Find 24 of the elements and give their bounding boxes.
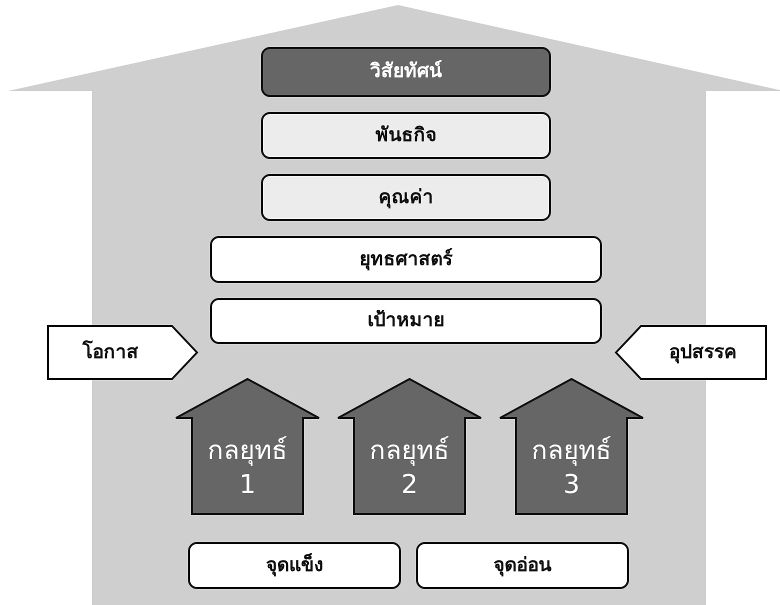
node-label: ยุทธศาสตร์ bbox=[360, 248, 452, 270]
node-label: พันธกิจ bbox=[376, 124, 436, 146]
node-label: โอกาส bbox=[82, 342, 138, 364]
node-label: จุดแข็ง bbox=[266, 554, 323, 576]
strength-box bbox=[188, 542, 401, 589]
node-label: กลยุทธ์ 3 bbox=[530, 435, 612, 502]
opportunity-pentagon bbox=[47, 325, 198, 380]
vision-box bbox=[261, 47, 551, 97]
strategy-house-shape bbox=[175, 378, 320, 515]
strategy-house-shape bbox=[499, 378, 644, 515]
threat-pentagon bbox=[615, 325, 767, 380]
node-label: วิสัยทัศน์ bbox=[370, 61, 442, 83]
node-label: อุปสรรค bbox=[669, 342, 737, 364]
strategy-house-shape bbox=[337, 378, 482, 515]
node-label: กลยุทธ์ 1 bbox=[206, 435, 288, 502]
node-label: เป้าหมาย bbox=[368, 310, 444, 332]
mission-box bbox=[261, 112, 551, 159]
values-box bbox=[261, 174, 551, 221]
strategy-box bbox=[210, 236, 602, 283]
goal-box bbox=[210, 298, 602, 344]
node-label: กลยุทธ์ 2 bbox=[368, 435, 450, 502]
node-label: คุณค่า bbox=[378, 186, 434, 208]
node-label: จุดอ่อน bbox=[494, 554, 552, 576]
weakness-box bbox=[416, 542, 629, 589]
